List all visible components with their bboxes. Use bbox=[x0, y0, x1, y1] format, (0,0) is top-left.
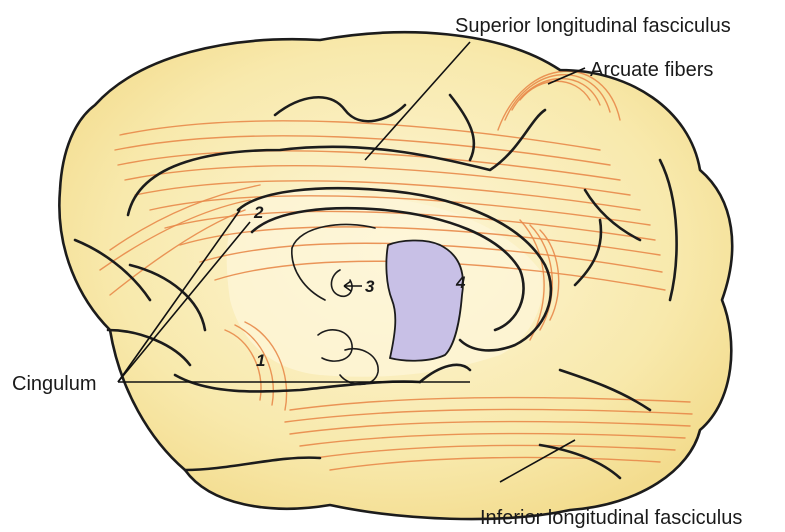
marker-3: 3 bbox=[365, 277, 375, 296]
label-arcuate-fibers: Arcuate fibers bbox=[590, 59, 713, 81]
marker-1: 1 bbox=[256, 351, 265, 370]
label-superior-longitudinal-fasciculus: Superior longitudinal fasciculus bbox=[455, 15, 731, 37]
marker-2: 2 bbox=[253, 203, 264, 222]
marker-4: 4 bbox=[455, 273, 466, 292]
label-inferior-longitudinal-fasciculus: Inferior longitudinal fasciculus bbox=[480, 507, 742, 529]
ventricle bbox=[386, 240, 463, 360]
label-cingulum: Cingulum bbox=[12, 373, 96, 395]
